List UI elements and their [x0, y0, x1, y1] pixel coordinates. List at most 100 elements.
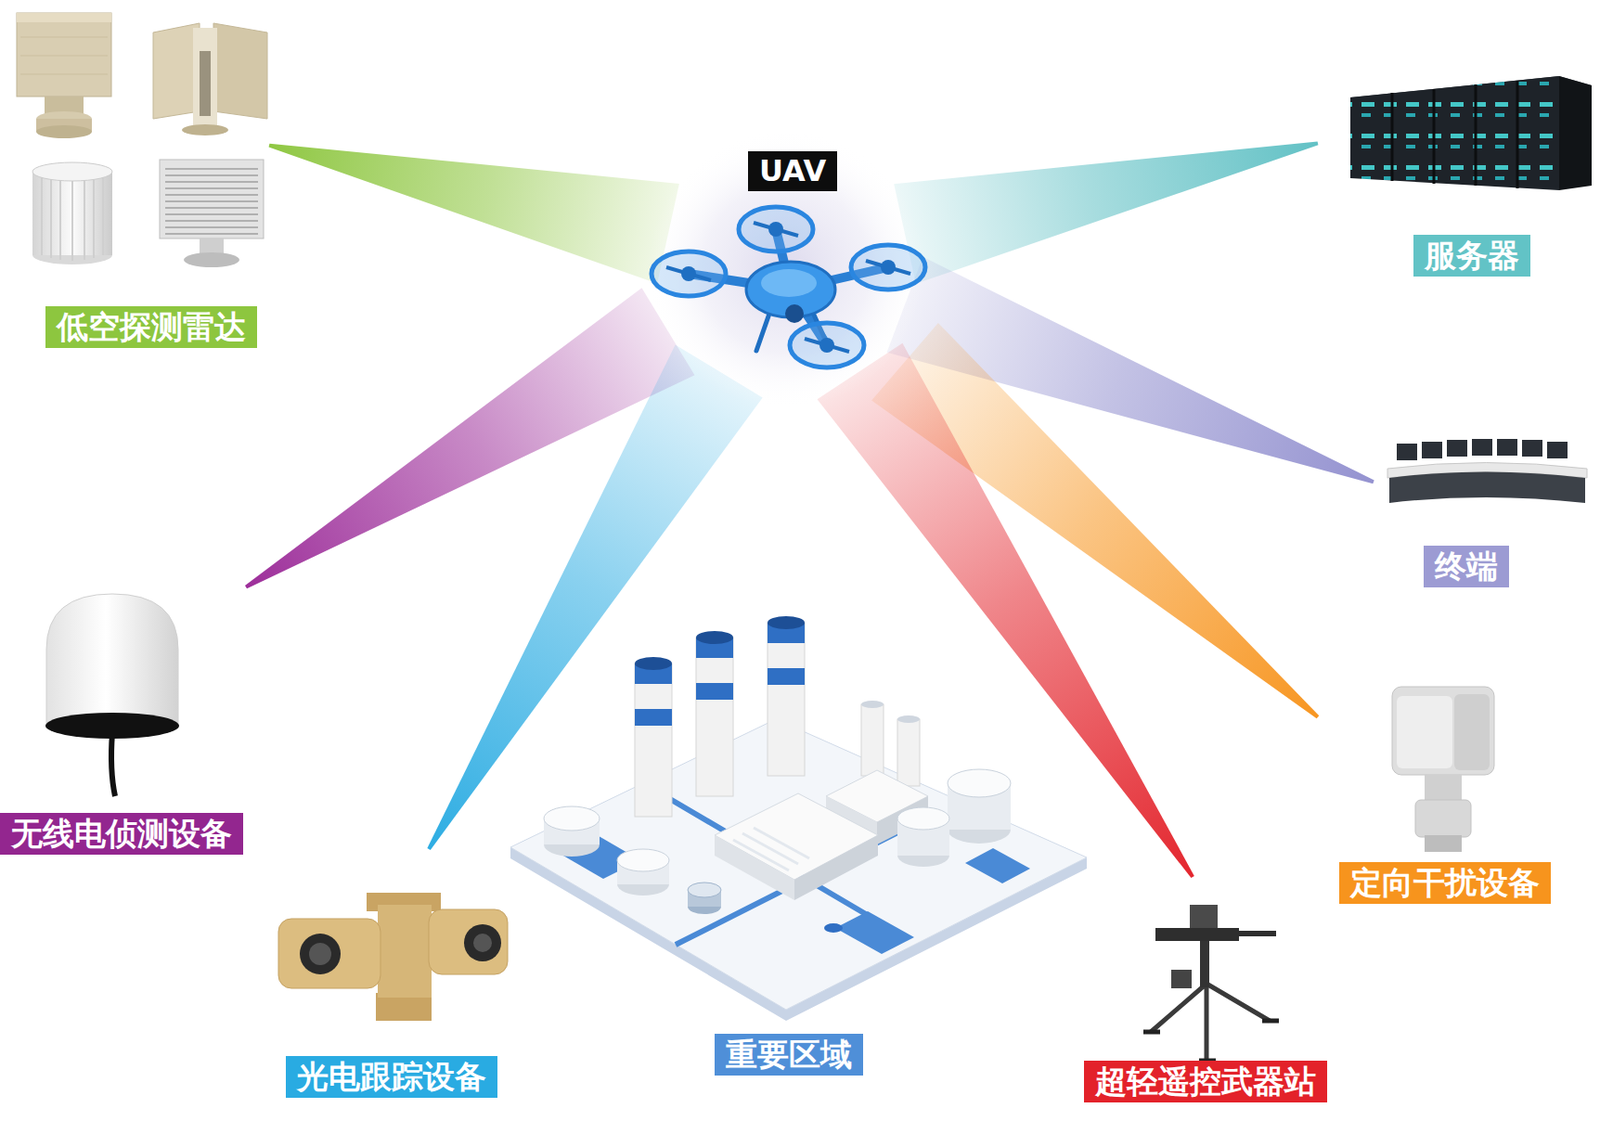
facility-illustration-part	[617, 849, 670, 872]
equipment-node: 光电跟踪设备	[264, 849, 516, 1110]
beam-group	[893, 141, 1318, 284]
radar-illustration-part	[183, 252, 240, 268]
equipment-node: 超轻遥控武器站	[1076, 877, 1332, 1110]
label-text: 终端	[1423, 545, 1510, 588]
weapon-station-illustration-part	[1155, 928, 1239, 942]
uav-illustration-part	[646, 129, 926, 409]
weapon-station-illustration-part	[1200, 941, 1210, 988]
radar-illustration-part	[16, 12, 112, 23]
weapon-station-illustration-part	[1150, 983, 1270, 1061]
facility-illustration-part	[861, 700, 884, 709]
facility-illustration-part	[835, 911, 915, 955]
jammer-illustration-part	[1415, 800, 1471, 838]
radar-illustration-part	[16, 12, 112, 97]
uav-illustration	[646, 129, 926, 409]
terminal-illustration-part	[1389, 472, 1586, 504]
equipment-node: UAV	[668, 148, 905, 372]
label-text: 定向干扰设备	[1339, 862, 1551, 904]
facility-illustration-part	[824, 923, 843, 933]
weapon-station-illustration-part	[1234, 930, 1277, 937]
facility-illustration-part	[696, 683, 734, 700]
label-text: 重要区域	[714, 1033, 864, 1076]
camera-illustration-part	[473, 933, 492, 953]
radar-illustration-part	[193, 27, 218, 130]
label-text: 超轻遥控武器站	[1083, 1060, 1328, 1103]
facility-illustration-part	[696, 631, 734, 645]
radio-detector-illustration-part	[46, 593, 179, 724]
server-illustration-part	[1392, 80, 1518, 189]
jammer-illustration-part	[1424, 774, 1462, 803]
server-illustration-part	[1350, 76, 1560, 191]
beam-connector	[817, 343, 1195, 878]
facility-illustration-part	[687, 882, 722, 898]
uav-illustration-part	[681, 266, 697, 282]
server-illustration	[1350, 76, 1592, 191]
equipment-node: 无线电侦测设备	[0, 580, 246, 864]
facility-illustration-part	[634, 709, 672, 726]
equipment-node: 低空探测雷达	[9, 4, 270, 353]
radar-illustration-part	[165, 168, 259, 234]
equipment-node: 服务器	[1317, 69, 1597, 284]
radar-illustration-part	[181, 124, 229, 136]
radar-illustration-part	[41, 176, 104, 261]
camera-illustration-part	[464, 924, 502, 962]
camera-illustration-part	[309, 942, 332, 966]
uav-illustration-part	[851, 245, 926, 290]
weapon-station-illustration-part	[1171, 969, 1192, 989]
weapon-station-illustration-part	[1143, 1020, 1279, 1061]
radio-detector-illustration-part	[111, 733, 116, 797]
radar-illustration-part	[213, 23, 268, 119]
beam-connector	[269, 143, 680, 284]
beam-group	[269, 143, 680, 284]
facility-illustration	[510, 616, 1087, 1021]
beam-connector	[893, 141, 1318, 284]
uav-illustration-part	[880, 259, 896, 275]
label-text: 无线电侦测设备	[0, 812, 244, 855]
facility-illustration-part	[897, 715, 920, 723]
facility-illustration-part	[897, 807, 950, 830]
radar-illustration-part	[153, 23, 200, 119]
radar-illustration-part	[32, 162, 113, 181]
weapon-station-illustration-part	[1189, 904, 1218, 931]
beam-connector	[426, 344, 762, 851]
equipment-node: 定向干扰设备	[1317, 677, 1578, 915]
label-text: 服务器	[1413, 234, 1531, 277]
jammer-illustration-part	[1392, 686, 1495, 775]
radar-illustration-part	[20, 37, 108, 75]
server-illustration-part	[1559, 76, 1592, 191]
beam-group	[426, 344, 762, 851]
facility-illustration-part	[733, 827, 810, 871]
jammer-illustration	[1392, 686, 1495, 852]
radar-illustration-part	[36, 125, 92, 139]
facility-illustration-part	[543, 806, 600, 831]
camera-illustration	[278, 892, 508, 1021]
radar-illustration-part	[159, 159, 264, 239]
jammer-illustration-part	[1424, 835, 1462, 852]
facility-illustration-part	[634, 657, 672, 671]
equipment-node: 重要区域	[519, 607, 1096, 1082]
facility-illustration-part	[897, 719, 920, 787]
facility-illustration-part	[767, 616, 805, 630]
equipment-node: 终端	[1373, 426, 1592, 594]
beam-group	[817, 343, 1195, 878]
terminal-illustration-part	[1396, 438, 1568, 461]
uav-illustration-part	[768, 221, 784, 237]
uav-illustration-part	[666, 222, 911, 352]
jammer-illustration-part	[1454, 694, 1490, 771]
facility-illustration-part	[767, 622, 805, 776]
uav-illustration-part	[819, 337, 835, 353]
facility-illustration-part	[794, 835, 878, 901]
facility-illustration-part	[965, 848, 1031, 884]
radio-detector-illustration-part	[45, 712, 180, 739]
label-text: 光电跟踪设备	[285, 1056, 498, 1098]
uav-illustration-part	[785, 304, 804, 323]
camera-illustration-part	[278, 918, 381, 989]
camera-illustration-part	[428, 909, 508, 975]
uav-illustration-part	[761, 269, 817, 297]
facility-illustration-part	[634, 663, 672, 817]
facility-illustration-part	[696, 637, 734, 797]
radar-illustration-part	[199, 51, 211, 117]
uav-illustration-part	[789, 322, 865, 368]
